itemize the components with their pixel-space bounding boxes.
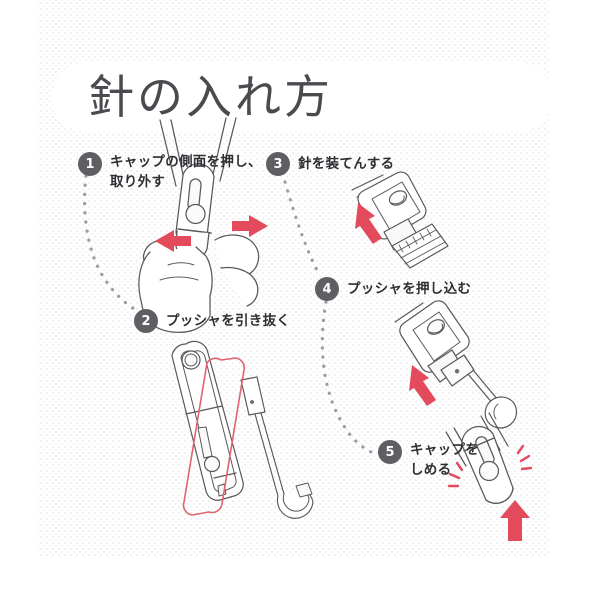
step-badge-3: 3	[266, 152, 290, 176]
step-label-2: プッシャを引き抜く	[166, 313, 291, 329]
step-badge-2: 2	[134, 309, 158, 333]
step-badge-1: 1	[78, 152, 102, 176]
step-badge-5: 5	[378, 440, 402, 464]
step-label-5: キャップを しめる	[410, 442, 479, 478]
step-badge-4: 4	[315, 277, 339, 301]
step-label-4: プッシャを押し込む	[347, 281, 472, 297]
step-label-3: 針を装てんする	[298, 156, 395, 172]
step-label-1: キャップの側面を押し、 取り外す	[110, 154, 262, 190]
title-background-band	[52, 62, 552, 132]
page-title: 針の入れ方	[88, 70, 333, 124]
